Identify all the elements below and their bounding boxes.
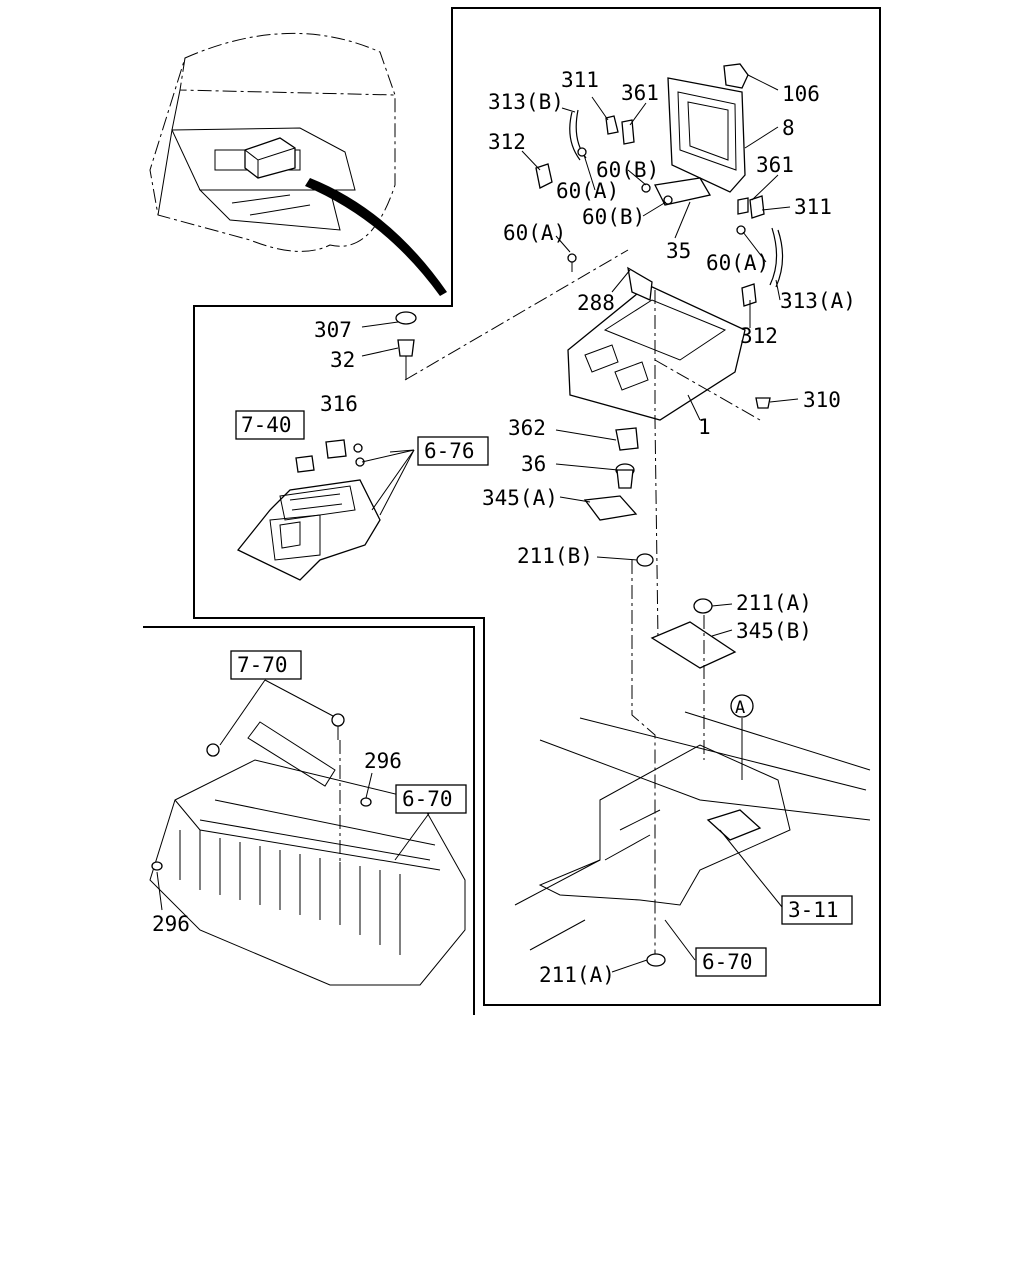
svg-text:6-70: 6-70 <box>702 950 753 974</box>
svg-text:6-70: 6-70 <box>402 787 453 811</box>
svg-text:A: A <box>735 698 745 718</box>
reference-7-40[interactable]: 7-40 <box>235 410 305 440</box>
callout-211b: 211(B) <box>517 544 593 568</box>
callout-211a: 211(A) <box>539 963 615 987</box>
marker-a: A <box>730 694 754 718</box>
frame-lines <box>143 7 881 1015</box>
callout-345b: 345(B) <box>736 619 812 643</box>
callout-316: 316 <box>320 392 358 416</box>
callout-labels: 106 313(B) 311 361 8 312 60(B) 60(A) 361… <box>152 68 856 987</box>
callout-361: 361 <box>756 153 794 177</box>
callout-307: 307 <box>314 318 352 342</box>
reference-boxes: 7-40 6-76 7-70 6-70 3-11 6-70 <box>230 410 853 977</box>
callout-60a: 60(A) <box>503 221 566 245</box>
overhead-console-assembly <box>395 63 871 967</box>
callout-313b: 313(B) <box>488 90 564 114</box>
reference-3-11[interactable]: 3-11 <box>781 895 853 925</box>
callout-310: 310 <box>803 388 841 412</box>
callout-288: 288 <box>577 291 615 315</box>
callout-8: 8 <box>782 116 795 140</box>
console-detail <box>236 439 415 581</box>
reference-6-70[interactable]: 6-70 <box>695 947 767 977</box>
reference-7-70[interactable]: 7-70 <box>230 650 302 680</box>
callout-211a: 211(A) <box>736 591 812 615</box>
callout-361: 361 <box>621 81 659 105</box>
cab-overview <box>149 32 447 296</box>
callout-60a: 60(A) <box>556 179 619 203</box>
svg-text:7-70: 7-70 <box>237 653 288 677</box>
callout-312: 312 <box>488 130 526 154</box>
svg-text:6-76: 6-76 <box>424 439 475 463</box>
reference-6-76[interactable]: 6-76 <box>417 436 489 466</box>
callout-1: 1 <box>698 415 711 439</box>
reference-6-70[interactable]: 6-70 <box>395 784 467 814</box>
callout-60b: 60(B) <box>582 205 645 229</box>
callout-60a: 60(A) <box>706 251 769 275</box>
leader-lines <box>156 74 799 973</box>
callout-362: 362 <box>508 416 546 440</box>
callout-106: 106 <box>782 82 820 106</box>
svg-text:3-11: 3-11 <box>788 898 839 922</box>
callout-312: 312 <box>740 324 778 348</box>
callout-311: 311 <box>794 195 832 219</box>
callout-296: 296 <box>364 749 402 773</box>
callout-313a: 313(A) <box>780 289 856 313</box>
callout-32: 32 <box>330 348 355 372</box>
callout-35: 35 <box>666 239 691 263</box>
svg-text:7-40: 7-40 <box>241 413 292 437</box>
callout-296: 296 <box>152 912 190 936</box>
callout-60b: 60(B) <box>596 158 659 182</box>
callout-36: 36 <box>521 452 546 476</box>
callout-311: 311 <box>561 68 599 92</box>
callout-345a: 345(A) <box>482 486 558 510</box>
floor-frame-detail <box>149 679 466 986</box>
